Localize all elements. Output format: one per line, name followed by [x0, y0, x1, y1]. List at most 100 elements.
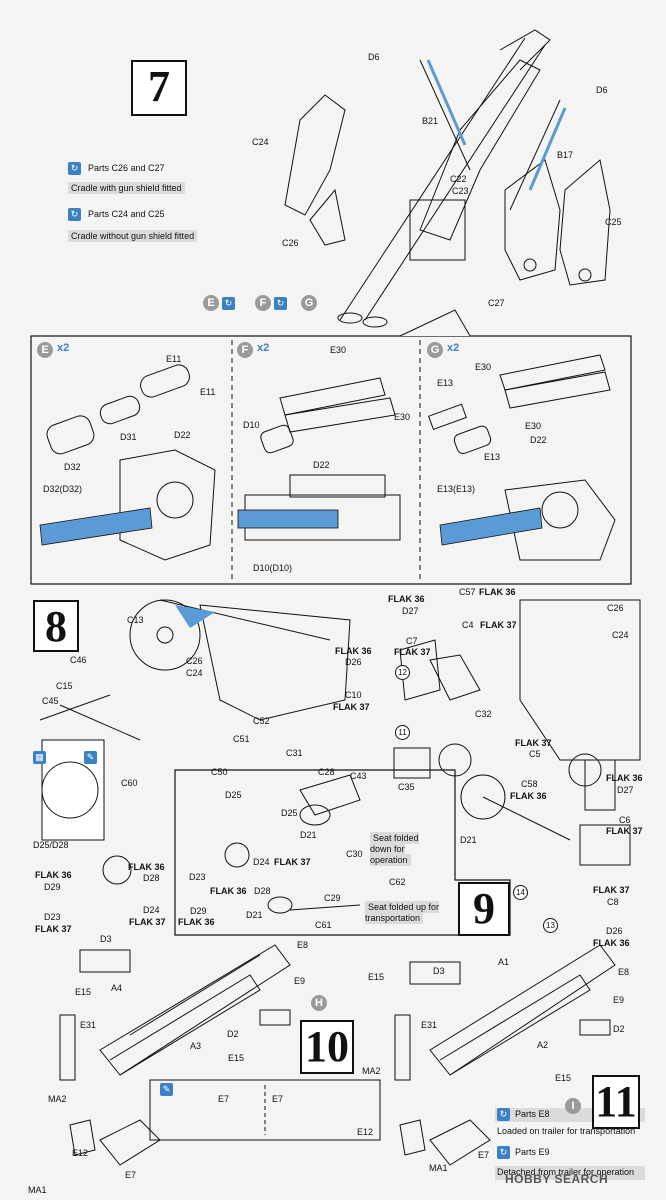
label-c22: C22 [450, 174, 467, 184]
label-c45: C45 [42, 696, 59, 706]
label-c23: C23 [452, 186, 469, 196]
label-ma1-11: MA1 [429, 1163, 448, 1173]
circled-step-14: 14 [513, 885, 528, 900]
label-d28: D28 [143, 873, 160, 883]
label-c62: C62 [389, 877, 406, 887]
label-a1: A1 [498, 957, 510, 967]
label-flak36-c58: FLAK 36 [510, 791, 547, 801]
label-c57: C57 [459, 587, 476, 597]
step10-step11-drawings [59, 944, 616, 1166]
label-ma2-11: MA2 [362, 1066, 381, 1076]
label-e30: E30 [394, 412, 411, 422]
label-e15-11b: E15 [555, 1073, 572, 1083]
sub-panel-drawings [46, 354, 616, 561]
label-d22-g: D22 [530, 435, 547, 445]
label-c60: C60 [121, 778, 138, 788]
label-e15-10: E15 [75, 987, 92, 997]
step-number-7: 7 [131, 60, 187, 116]
label-e13: E13 [437, 378, 454, 388]
label-d32: D32 [64, 462, 81, 472]
label-d24-9: D24 [253, 857, 270, 867]
label-c8: C8 [607, 897, 619, 907]
note-seat-up: Seat folded up for transportation [365, 901, 440, 924]
label-e7-11: E7 [478, 1150, 490, 1160]
label-flak37-c4: FLAK 37 [480, 620, 517, 630]
part-choice-icon: ↻ [68, 162, 81, 175]
label-d10: D10 [243, 420, 260, 430]
sub-f-multiplier: x2 [257, 342, 270, 354]
label-d21-9b: D21 [246, 910, 263, 920]
label-e12-11: E12 [357, 1127, 374, 1137]
label-d22-f: D22 [313, 460, 330, 470]
label-d2-11: D2 [613, 1024, 625, 1034]
label-c30: C30 [346, 849, 363, 859]
note-parts-c24-c25: Parts C24 and C25 [88, 209, 165, 219]
label-d6-right: D6 [596, 85, 608, 95]
label-c4: C4 [462, 620, 474, 630]
option-g-badge: G [301, 295, 317, 311]
label-e7-inset-b: E7 [272, 1094, 284, 1104]
label-e15-11: E15 [368, 972, 385, 982]
label-flak36-9b: FLAK 36 [178, 917, 215, 927]
sub-f-badge: F [237, 342, 253, 358]
label-c28: C28 [318, 767, 335, 777]
label-ma2-10: MA2 [48, 1094, 67, 1104]
label-flak36-d26: FLAK 36 [335, 646, 372, 656]
label-d29-9: D29 [190, 906, 207, 916]
label-e8-10: E8 [297, 940, 309, 950]
step9-frame [174, 769, 511, 936]
label-flak36-d27: FLAK 36 [388, 594, 425, 604]
label-d26: D26 [345, 657, 362, 667]
label-flak36-d29: FLAK 36 [35, 870, 72, 880]
label-c31: C31 [286, 748, 303, 758]
c13-highlight [175, 605, 215, 628]
part-choice-icon: ↻ [68, 208, 81, 221]
label-c32: C32 [475, 709, 492, 719]
circled-step-11: 11 [395, 725, 410, 740]
label-d23-9: D23 [189, 872, 206, 882]
label-flak37-c7: FLAK 37 [394, 647, 431, 657]
b21-rod [426, 59, 467, 146]
sub-panel-frame [30, 335, 632, 585]
part-choice-icon: ↻ [497, 1108, 510, 1121]
label-d21-right: D21 [460, 835, 477, 845]
paint-icon: ✎ [160, 1083, 173, 1096]
label-c7: C7 [406, 636, 418, 646]
e-barrel-highlight [39, 507, 153, 546]
label-e15-10b: E15 [228, 1053, 245, 1063]
label-d3-10: D3 [100, 934, 112, 944]
label-a4: A4 [111, 983, 123, 993]
label-e13-pair: E13(E13) [437, 484, 476, 494]
label-d10-pair: D10(D10) [253, 563, 293, 573]
label-d2-10: D2 [227, 1029, 239, 1039]
cement-icon: ▦ [33, 751, 46, 764]
label-c61: C61 [315, 920, 332, 930]
label-e31-11: E31 [421, 1020, 438, 1030]
option-f-badge: F [255, 295, 271, 311]
note-bg-e9 [495, 1166, 645, 1180]
paint-icon: ✎ [84, 751, 97, 764]
label-d26-right: D26 [606, 926, 623, 936]
label-d3-11: D3 [433, 966, 445, 976]
label-flak36-d26b: FLAK 36 [593, 938, 630, 948]
b17-rod [528, 107, 567, 191]
label-c50: C50 [211, 767, 228, 777]
note-caption-loaded: Loaded on trailer for transportation [497, 1126, 636, 1136]
label-flak37-9: FLAK 37 [274, 857, 311, 867]
label-c26: C26 [282, 238, 299, 248]
label-e30-g: E30 [525, 421, 542, 431]
sub-e-badge: E [37, 342, 53, 358]
label-c5: C5 [529, 749, 541, 759]
note-parts-c26-c27: Parts C26 and C27 [88, 163, 165, 173]
step-number-8: 8 [33, 600, 79, 652]
sub-g-badge: G [427, 342, 443, 358]
label-c6: C6 [619, 815, 631, 825]
label-b21: B21 [422, 116, 439, 126]
label-c46: C46 [70, 655, 87, 665]
label-d29: D29 [44, 882, 61, 892]
label-flak36-c57: FLAK 36 [479, 587, 516, 597]
label-d22: D22 [174, 430, 191, 440]
label-d21-9: D21 [300, 830, 317, 840]
label-d32-pair: D32(D32) [43, 484, 83, 494]
label-e11: E11 [200, 387, 216, 397]
